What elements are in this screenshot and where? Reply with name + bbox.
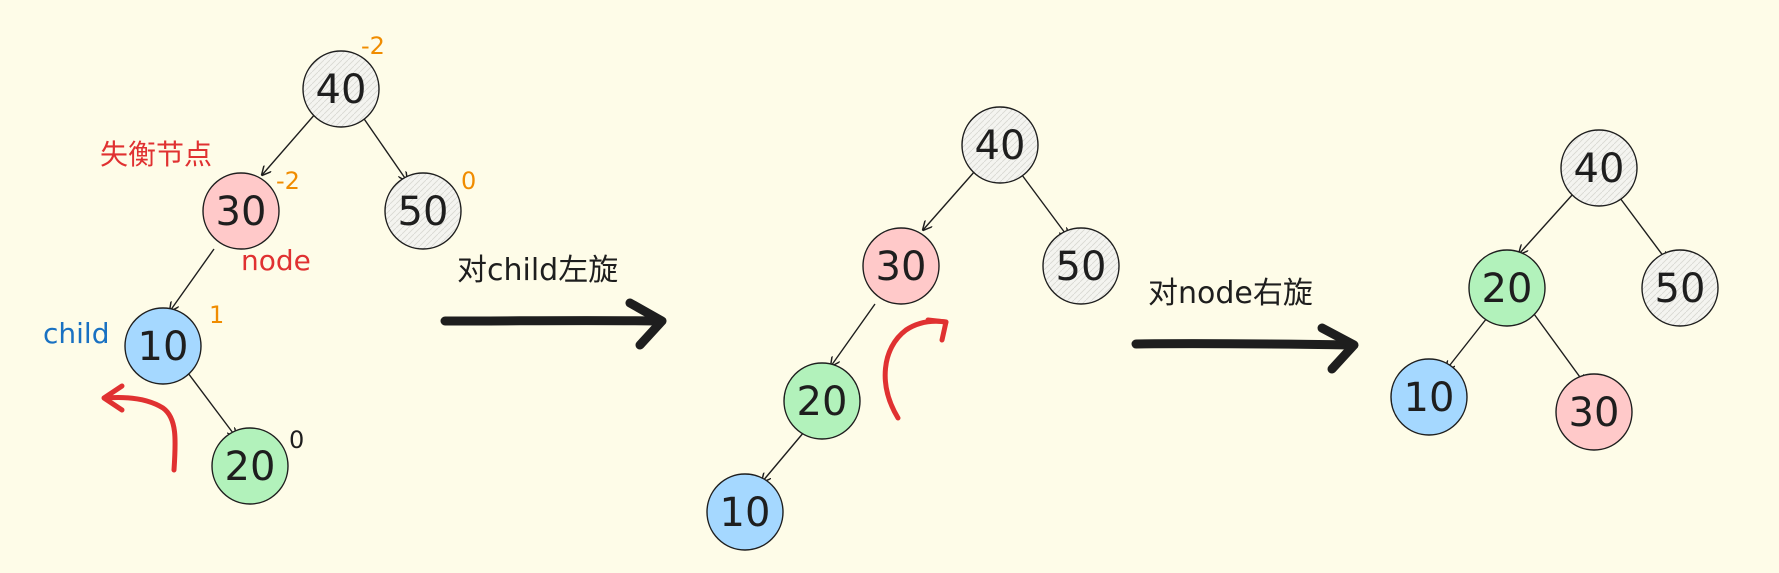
node-value: 40: [1574, 146, 1625, 192]
tree-node-30: 30: [202, 172, 280, 250]
tree-node-30: 30: [862, 227, 940, 305]
thick-arrow-head-icon: [625, 298, 667, 350]
edge-30-20: [831, 303, 876, 366]
node-value: 50: [398, 189, 449, 235]
node-value: 40: [975, 123, 1026, 169]
balance-factor-30: -2: [276, 167, 300, 195]
left-rotation-curve-arrow: [101, 383, 178, 473]
tree-node-40: 40: [1560, 129, 1638, 207]
node-value: 30: [216, 189, 267, 235]
unbalanced-node-label: 失衡节点: [100, 138, 212, 171]
edge-40-20: [1519, 193, 1574, 254]
node-value: 30: [1569, 390, 1620, 436]
arrow-1-label: 对child左旋: [457, 253, 618, 288]
edge-10-20: [187, 372, 236, 437]
balance-factor-10: 1: [209, 301, 224, 329]
tree-node-50: 50: [384, 172, 462, 250]
node-value: 10: [720, 490, 771, 536]
right-rotation-curve-arrow: [882, 317, 949, 421]
edge-20-10: [1446, 317, 1488, 370]
tree-node-20: 20: [1468, 249, 1546, 327]
node-value: 20: [225, 444, 276, 490]
thick-arrow-icon: [1131, 339, 1355, 350]
tree-node-20: 20: [783, 362, 861, 440]
transition-arrow-1: 对child左旋: [440, 253, 667, 350]
transition-arrow-2: 对node右旋: [1131, 276, 1359, 374]
edge-40-30: [923, 170, 976, 230]
node-label: node: [241, 244, 311, 277]
stage-3-edges: [1446, 193, 1667, 384]
node-value: 30: [876, 244, 927, 290]
tree-node-50: 50: [1042, 227, 1120, 305]
tree-node-40: 40: [961, 106, 1039, 184]
thick-arrow-head-icon: [1317, 323, 1359, 374]
child-label: child: [43, 317, 109, 350]
tree-node-20: 20: [211, 427, 289, 505]
node-value: 40: [316, 67, 367, 113]
edge-20-10: [762, 431, 805, 482]
stage-2-tree: 40 30 50 20 10: [706, 106, 1120, 551]
tree-node-40: 40: [302, 50, 380, 128]
node-value: 20: [1482, 266, 1533, 312]
edge-30-10: [170, 248, 215, 311]
edge-40-50: [1018, 170, 1068, 237]
edge-40-50: [359, 112, 407, 181]
edge-40-30: [262, 112, 317, 175]
node-value: 10: [1404, 375, 1455, 421]
tree-node-10: 10: [1390, 358, 1468, 436]
stage-1-edges: [170, 112, 407, 437]
node-value: 20: [797, 379, 848, 425]
edge-20-30: [1533, 313, 1585, 384]
tree-node-10: 10: [706, 473, 784, 551]
stage-3-tree: 40 20 50 10 30: [1390, 129, 1719, 451]
tree-node-50: 50: [1641, 249, 1719, 327]
tree-node-30: 30: [1555, 373, 1633, 451]
balance-factor-20: 0: [289, 426, 304, 454]
tree-node-10: 10: [124, 307, 202, 385]
node-value: 10: [138, 324, 189, 370]
node-value: 50: [1655, 266, 1706, 312]
edge-40-50: [1616, 193, 1667, 261]
node-value: 50: [1056, 244, 1107, 290]
arrow-2-label: 对node右旋: [1148, 276, 1313, 311]
balance-factor-40: -2: [361, 32, 385, 60]
balance-factor-50: 0: [461, 167, 476, 195]
stage-2-edges: [762, 170, 1068, 482]
stage-1-tree: 40 30 50 10 20 -2 -2 0 1 0 失衡节点 node chi…: [43, 32, 476, 505]
